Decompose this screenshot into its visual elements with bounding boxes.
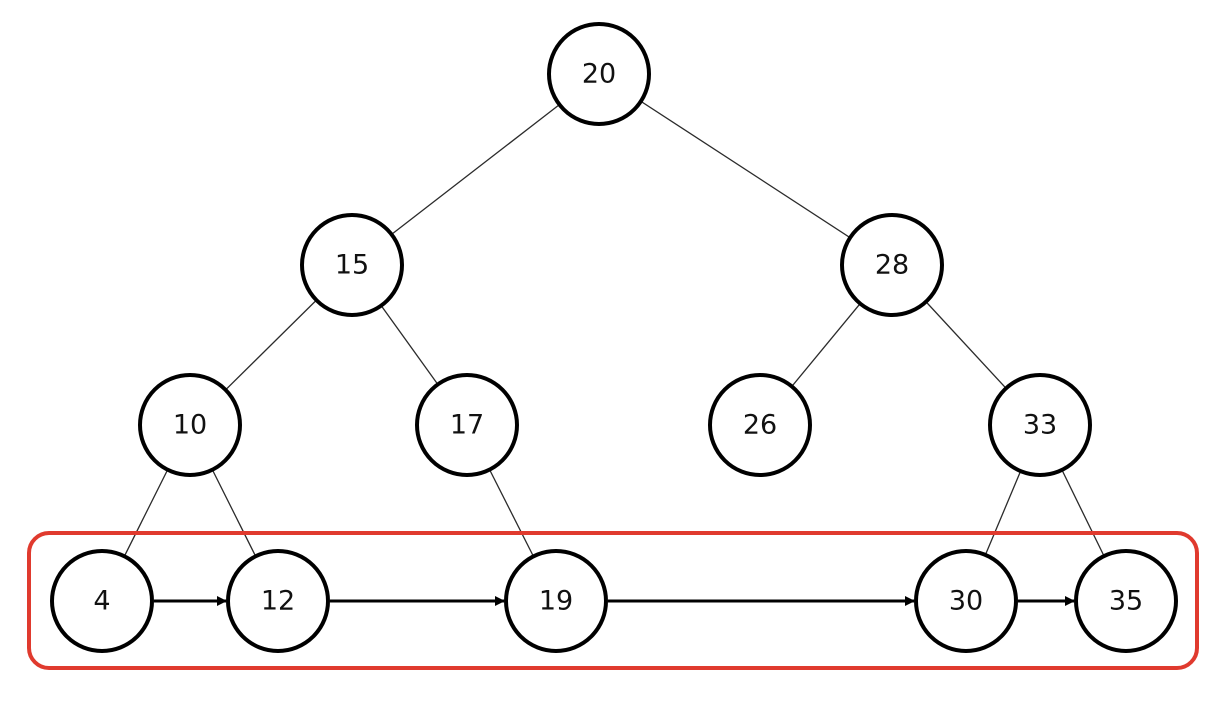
node-label: 33 (1023, 410, 1057, 441)
node-circle (988, 373, 1092, 477)
tree-node-26: 26 (708, 373, 812, 477)
node-label: 15 (335, 250, 369, 281)
node-circle (547, 22, 651, 126)
node-circle (50, 549, 154, 653)
tree-node-20: 20 (547, 22, 651, 126)
tree-node-15: 15 (300, 213, 404, 317)
tree-node-30: 30 (914, 549, 1018, 653)
tree-node-17: 17 (415, 373, 519, 477)
node-label: 26 (743, 410, 777, 441)
node-circle (226, 549, 330, 653)
node-circle (138, 373, 242, 477)
node-label: 17 (450, 410, 484, 441)
tree-nodes: 20 15 28 10 17 26 33 4 12 19 30 35 (50, 22, 1178, 653)
node-circle (504, 549, 608, 653)
node-label: 30 (949, 586, 983, 617)
node-circle (415, 373, 519, 477)
node-circle (708, 373, 812, 477)
node-label: 10 (173, 410, 207, 441)
node-label: 28 (875, 250, 909, 281)
tree-node-28: 28 (840, 213, 944, 317)
node-circle (1074, 549, 1178, 653)
node-label: 19 (539, 586, 573, 617)
leaf-level-highlight-frame (27, 531, 1199, 670)
tree-node-33: 33 (988, 373, 1092, 477)
node-label: 35 (1109, 586, 1143, 617)
tree-node-10: 10 (138, 373, 242, 477)
node-label: 12 (261, 586, 295, 617)
tree-node-35: 35 (1074, 549, 1178, 653)
tree-edge-n20-n28 (598, 73, 893, 266)
node-circle (914, 549, 1018, 653)
node-label: 20 (582, 59, 616, 90)
node-circle (300, 213, 404, 317)
tree-edges (101, 73, 1127, 602)
tree-node-19: 19 (504, 549, 608, 653)
node-circle (840, 213, 944, 317)
tree-edge-n20-n15 (351, 73, 600, 266)
tree-node-12: 12 (226, 549, 330, 653)
node-label: 4 (93, 586, 110, 617)
tree-node-4: 4 (50, 549, 154, 653)
